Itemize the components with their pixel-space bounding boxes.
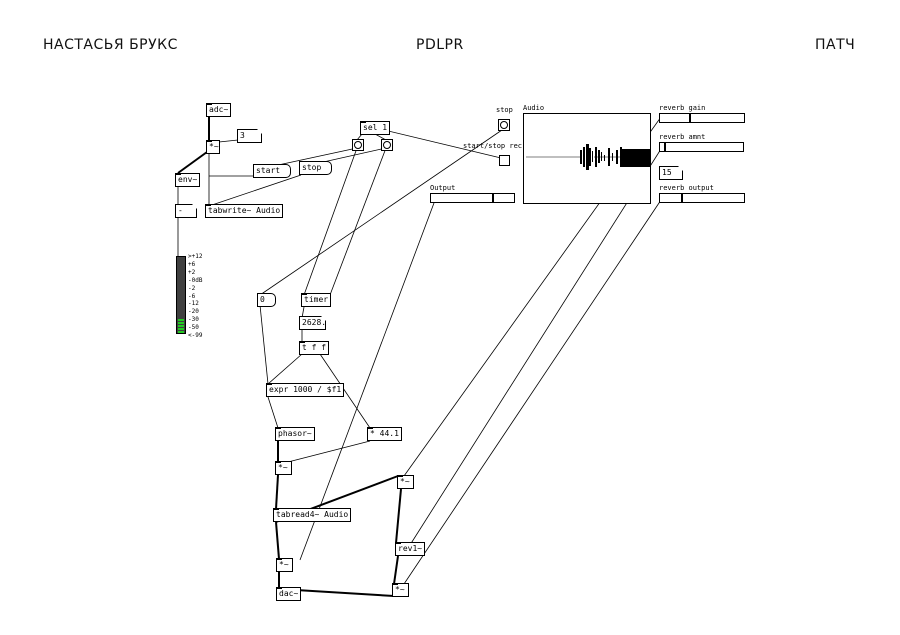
signal-wire bbox=[275, 521, 280, 560]
multiply-reverb-object[interactable]: *~ bbox=[397, 475, 414, 489]
reverb-output-label: reverb output bbox=[659, 184, 714, 192]
multiply-signal-object[interactable]: *~ bbox=[206, 140, 220, 154]
document-title: PDLPR bbox=[416, 37, 464, 53]
rev1-object[interactable]: rev1~ bbox=[395, 542, 426, 556]
vu-scale-label: -20 bbox=[188, 308, 199, 316]
wire bbox=[319, 353, 371, 429]
audio-array[interactable] bbox=[523, 113, 651, 204]
output-label: Output bbox=[430, 184, 456, 192]
reverb-amnt-slider-knob[interactable] bbox=[664, 143, 666, 151]
wire bbox=[409, 148, 662, 546]
signal-wire bbox=[295, 589, 395, 597]
wire bbox=[379, 128, 502, 159]
vu-scale-label: >+12 bbox=[188, 253, 203, 260]
output-slider[interactable] bbox=[430, 193, 515, 203]
start-message[interactable]: start bbox=[253, 164, 292, 178]
env-number-value[interactable]: - 90 bbox=[175, 204, 197, 218]
wire bbox=[208, 174, 302, 207]
wire bbox=[259, 304, 269, 385]
bang-button-left[interactable] bbox=[352, 139, 364, 151]
phasor-object[interactable]: phasor~ bbox=[275, 427, 315, 441]
vu-level-bar bbox=[178, 325, 184, 327]
wire bbox=[267, 353, 303, 385]
signal-wire bbox=[275, 474, 279, 510]
reverb-number-box[interactable]: 15 bbox=[659, 166, 683, 180]
wire bbox=[299, 202, 435, 561]
adc-object[interactable]: adc~ bbox=[206, 103, 232, 117]
wire bbox=[403, 199, 662, 585]
vu-scale-label: +6 bbox=[188, 260, 196, 268]
section-name: ПАТЧ bbox=[815, 37, 856, 53]
wire bbox=[267, 396, 279, 429]
wire bbox=[259, 129, 503, 296]
wire bbox=[303, 147, 358, 296]
multiply-signal-b-object[interactable]: *~ bbox=[276, 558, 293, 572]
env-number-box[interactable]: - 90 bbox=[175, 204, 197, 218]
wire bbox=[218, 139, 239, 143]
output-slider-knob[interactable] bbox=[492, 194, 494, 202]
vu-scale-label: <-99 bbox=[188, 332, 203, 340]
wire bbox=[287, 440, 371, 463]
trigger-object[interactable]: t f f bbox=[299, 341, 330, 355]
reverb-gain-slider-knob[interactable] bbox=[689, 114, 691, 122]
timer-number-value[interactable]: 2628. bbox=[299, 316, 326, 330]
zero-message[interactable]: 0 bbox=[257, 293, 276, 307]
vu-level-bar bbox=[178, 322, 184, 324]
timer-object[interactable]: timer bbox=[301, 293, 332, 307]
vu-scale-label: +2 bbox=[188, 268, 196, 276]
wire bbox=[329, 147, 387, 296]
stop-label: stop bbox=[496, 106, 513, 114]
vu-scale-label: -30 bbox=[188, 316, 199, 324]
vu-scale-label: -50 bbox=[188, 324, 199, 332]
vu-level-bar bbox=[178, 319, 184, 321]
multiply-output-object[interactable]: *~ bbox=[392, 583, 409, 597]
signal-wire bbox=[395, 488, 402, 544]
timer-number-box[interactable]: 2628. bbox=[299, 316, 326, 330]
bang-button-right[interactable] bbox=[381, 139, 393, 151]
signal-wire bbox=[393, 555, 399, 585]
signal-wire bbox=[177, 151, 208, 174]
dac-object[interactable]: dac~ bbox=[276, 587, 302, 601]
vu-scale-label: -0dB bbox=[188, 276, 203, 284]
stop-message[interactable]: stop bbox=[299, 161, 333, 175]
expr-object[interactable]: expr 1000 / $f1 bbox=[266, 383, 345, 397]
multiply-44-object[interactable]: * 44.1 bbox=[367, 427, 402, 441]
array-label: Audio bbox=[523, 104, 545, 112]
tabwrite-object[interactable]: tabwrite~ Audio bbox=[205, 204, 284, 218]
sel-object[interactable]: sel 1 bbox=[360, 121, 391, 135]
vu-scale-label: -6 bbox=[188, 292, 196, 300]
reverb-output-slider-knob[interactable] bbox=[681, 194, 683, 202]
vu-level-bar bbox=[178, 331, 184, 333]
stop-bang-button[interactable] bbox=[498, 119, 510, 131]
env-object[interactable]: env~ bbox=[175, 173, 201, 187]
vu-scale-label: -12 bbox=[188, 300, 199, 308]
gain-number-box[interactable]: 3 bbox=[237, 129, 262, 143]
reverb-gain-slider[interactable] bbox=[659, 113, 745, 123]
vu-meter bbox=[176, 256, 186, 334]
author-name: НАСТАСЬЯ БРУКС bbox=[43, 37, 178, 53]
gain-number-value[interactable]: 3 bbox=[237, 129, 262, 143]
reverb-number-value[interactable]: 15 bbox=[659, 166, 683, 180]
tabread-object[interactable]: tabread4~ Audio bbox=[273, 508, 352, 522]
reverb-gain-label: reverb gain bbox=[659, 104, 706, 112]
vu-level-bar bbox=[178, 328, 184, 330]
vu-scale: >+12 +6 +2 -0dB -2 -6 -12 -20 -30 -50 <-… bbox=[188, 253, 202, 340]
reverb-amnt-label: reverb amnt bbox=[659, 133, 706, 141]
reverb-amnt-slider[interactable] bbox=[659, 142, 744, 152]
start-stop-rec-label: start/stop rec bbox=[463, 142, 523, 150]
rec-toggle[interactable] bbox=[499, 155, 510, 166]
audio-waveform bbox=[526, 144, 650, 170]
multiply-signal-a-object[interactable]: *~ bbox=[275, 461, 292, 475]
vu-scale-label: -2 bbox=[188, 284, 196, 292]
reverb-output-slider[interactable] bbox=[659, 193, 745, 203]
